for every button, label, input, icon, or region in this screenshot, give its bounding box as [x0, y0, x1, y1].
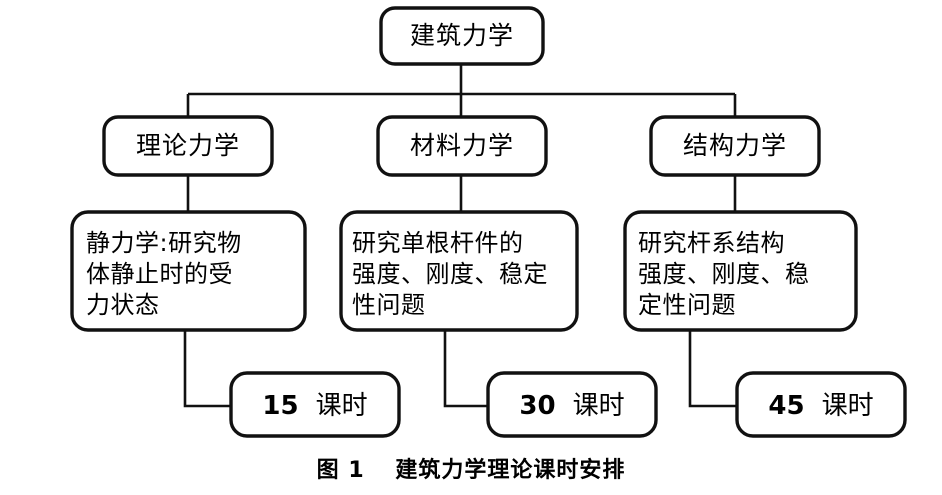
node-theoretical-label: 理论力学 [136, 131, 240, 160]
desc-structural-box[interactable] [623, 210, 858, 332]
node-root-label: 建筑力学 [410, 21, 514, 50]
hours-theoretical-value: 15 [262, 391, 298, 421]
desc-structural-line-3: 定性问题 [638, 291, 736, 319]
node-structural-box[interactable] [649, 115, 821, 177]
desc-material-line-2: 强度、刚度、稳定 [352, 260, 548, 288]
node-hours-theoretical[interactable]: 15 课时 [229, 371, 401, 438]
desc-theoretical-line-3: 力状态 [86, 291, 160, 319]
hours-material-box[interactable] [486, 371, 658, 438]
connector-desc-to-hours-45 [688, 330, 737, 408]
figure-caption: 图 1 建筑力学理论课时安排 [317, 457, 626, 483]
node-structural-label: 结构力学 [683, 131, 787, 160]
hours-material-value: 30 [519, 391, 555, 421]
hours-material-label: 30 课时 [519, 391, 624, 421]
connector-desc-to-hours-15 [183, 330, 231, 408]
node-hours-structural[interactable]: 45 课时 [735, 371, 907, 438]
node-branch-material[interactable]: 材料力学 [376, 115, 548, 177]
desc-material-box[interactable] [339, 210, 579, 332]
desc-structural-line-1: 研究杆系结构 [638, 229, 785, 257]
hours-material-unit: 课时 [573, 391, 625, 421]
node-branch-structural[interactable]: 结构力学 [649, 115, 821, 177]
hours-theoretical-unit: 课时 [316, 391, 368, 421]
desc-material-line-3: 性问题 [352, 291, 426, 319]
desc-material-line-1: 研究单根杆件的 [352, 229, 524, 257]
figure-caption-number: 图 1 [317, 458, 365, 483]
desc-theoretical-box[interactable] [70, 210, 307, 332]
node-theoretical-box[interactable] [102, 115, 274, 177]
hours-structural-label: 45 课时 [768, 391, 873, 421]
hours-theoretical-box[interactable] [229, 371, 401, 438]
node-material-label: 材料力学 [410, 131, 514, 160]
desc-structural-line-2: 强度、刚度、稳 [638, 260, 810, 288]
node-description-structural[interactable]: 研究杆系结构 强度、刚度、稳 定性问题 [623, 210, 858, 332]
figure-caption-text: 图 1 建筑力学理论课时安排 [317, 457, 626, 483]
desc-theoretical-line-2: 体静止时的受 [86, 260, 233, 288]
node-branch-theoretical[interactable]: 理论力学 [102, 115, 274, 177]
desc-theoretical-line-1: 静力学:研究物 [86, 229, 242, 257]
hours-structural-box[interactable] [735, 371, 907, 438]
node-description-material[interactable]: 研究单根杆件的 强度、刚度、稳定 性问题 [339, 210, 579, 332]
connector-desc-to-hours-30 [443, 330, 488, 408]
connector-group [183, 64, 737, 408]
hours-structural-unit: 课时 [822, 391, 874, 421]
node-root[interactable]: 建筑力学 [379, 6, 545, 66]
node-description-theoretical[interactable]: 静力学:研究物 体静止时的受 力状态 [70, 210, 307, 332]
node-hours-material[interactable]: 30 课时 [486, 371, 658, 438]
figure-caption-title: 建筑力学理论课时安排 [395, 457, 625, 483]
node-root-box[interactable] [379, 6, 545, 66]
node-material-box[interactable] [376, 115, 548, 177]
hours-structural-value: 45 [768, 391, 804, 421]
hours-theoretical-label: 15 课时 [262, 391, 367, 421]
